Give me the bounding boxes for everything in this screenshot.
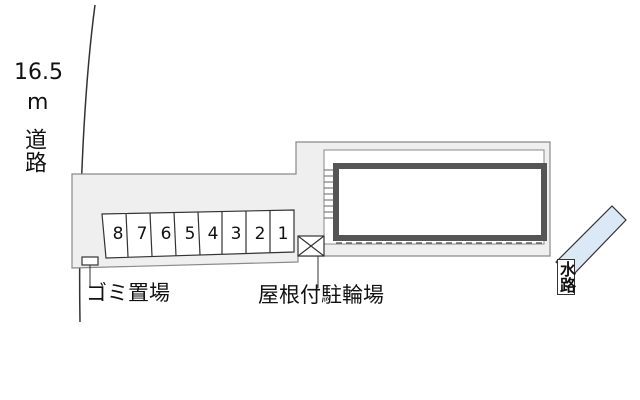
bicycle-parking-label: 屋根付駐輪場 — [258, 283, 384, 307]
road-unit-label: m — [27, 90, 49, 115]
parking-slot-number: 3 — [230, 224, 242, 244]
road-width-label: 16.5 — [14, 60, 63, 85]
stairs-icon — [324, 169, 334, 219]
parking-slot-number: 5 — [184, 224, 196, 244]
parking-slot-number: 4 — [207, 224, 219, 244]
garbage-area-label: ゴミ置場 — [86, 281, 170, 305]
bicycle-parking-box — [297, 235, 325, 257]
road-name-label: 道路 — [21, 128, 46, 174]
garbage-box — [81, 256, 99, 266]
parking-slot-number: 7 — [136, 224, 148, 244]
parking-slot-number: 1 — [277, 224, 289, 244]
canal-label: 水路 — [557, 259, 576, 295]
parking-slot-number: 6 — [160, 224, 172, 244]
parking-slot-number: 2 — [254, 224, 266, 244]
building — [333, 163, 547, 241]
parking-slot-number: 8 — [112, 224, 124, 244]
road-edge-line — [78, 4, 96, 323]
parking-dividers — [125, 210, 271, 258]
